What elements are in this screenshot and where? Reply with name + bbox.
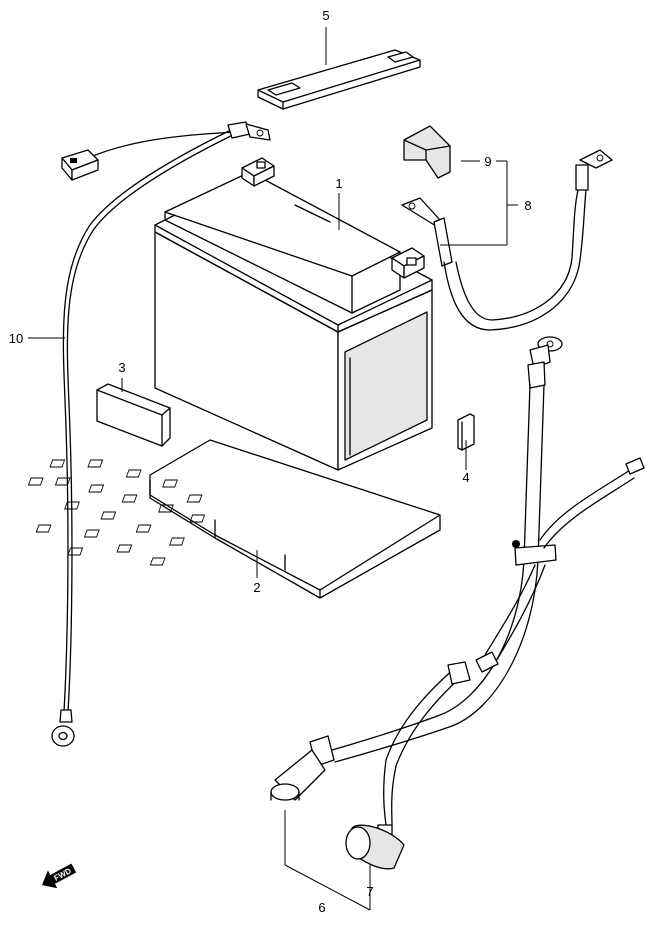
callout-labels: 5 1 2 3 4 10 9 8 7 6 xyxy=(9,8,532,915)
forward-arrow-icon: FWD xyxy=(42,863,77,889)
callout-2: 2 xyxy=(253,580,260,595)
callout-8: 8 xyxy=(524,198,531,213)
callout-4: 4 xyxy=(462,470,469,485)
battery-pad xyxy=(96,383,171,447)
callout-3: 3 xyxy=(118,360,125,375)
lead-wire xyxy=(51,121,271,747)
leader-lines xyxy=(28,27,518,911)
negative-cable xyxy=(270,336,645,870)
callout-6: 6 xyxy=(318,900,325,915)
callout-9: 9 xyxy=(484,154,491,169)
callout-5: 5 xyxy=(322,8,329,23)
positive-cable xyxy=(401,125,613,331)
battery-tray xyxy=(27,439,441,599)
callout-10: 10 xyxy=(9,331,23,346)
battery-strap xyxy=(257,49,421,110)
callout-7: 7 xyxy=(366,884,373,899)
small-pad xyxy=(457,413,475,451)
tray-slots xyxy=(27,459,206,566)
battery xyxy=(154,157,433,471)
callout-1: 1 xyxy=(335,176,342,191)
